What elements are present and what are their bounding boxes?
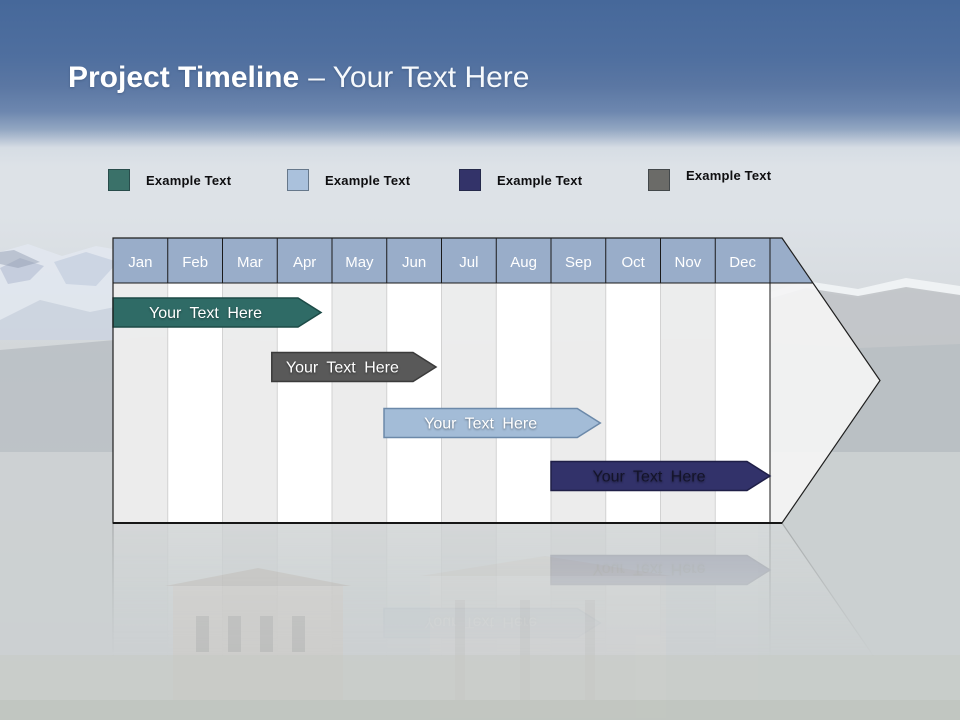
month-label: Dec xyxy=(729,254,756,271)
timeline-bar[interactable] xyxy=(383,407,602,439)
month-column xyxy=(551,523,606,693)
timeline-bar-label: Your Text Here xyxy=(286,360,399,377)
month-label: Mar xyxy=(237,254,263,271)
timeline-bar-label: Your Text Here xyxy=(424,614,537,631)
month-label: Jul xyxy=(459,254,478,271)
month-label: Sep xyxy=(565,254,592,271)
month-column xyxy=(496,283,551,523)
timeline-header-band xyxy=(113,238,813,283)
month-label: Feb xyxy=(182,254,208,271)
legend-swatch xyxy=(108,169,130,191)
legend-item: Example Text xyxy=(287,169,410,191)
legend-label: Example Text xyxy=(146,172,232,188)
month-label: May xyxy=(345,254,374,271)
timeline-bar-label: Your Text Here xyxy=(593,561,706,578)
timeline-bar[interactable] xyxy=(383,607,602,639)
legend-item: Example Text xyxy=(648,167,772,191)
ground-edge-icon xyxy=(0,700,960,720)
timeline-bar[interactable] xyxy=(271,351,438,383)
month-label: Oct xyxy=(621,254,645,271)
timeline-bar[interactable] xyxy=(271,663,438,694)
legend-item: Example Text xyxy=(108,169,231,191)
month-label: Jun xyxy=(402,254,426,271)
timeline-outline xyxy=(112,523,881,693)
timeline-arrow-shape xyxy=(113,523,880,693)
month-column xyxy=(496,523,551,693)
month-column xyxy=(605,523,661,693)
timeline-bar[interactable] xyxy=(550,554,772,586)
legend-label: Example Text xyxy=(325,172,411,188)
grass-icon xyxy=(0,655,960,720)
legend-swatch xyxy=(459,169,481,191)
month-label: Apr xyxy=(293,254,316,271)
month-label: Jan xyxy=(128,254,152,271)
month-column xyxy=(332,523,387,693)
legend-swatch xyxy=(648,169,670,191)
month-column xyxy=(332,283,387,523)
page-title: Project Timeline– Your Text Here xyxy=(68,60,529,96)
legend-label: Example Text xyxy=(686,167,772,183)
timeline-outline xyxy=(112,237,881,524)
timeline-bar-label: Your Text Here xyxy=(149,305,262,322)
month-label: Aug xyxy=(510,254,537,271)
timeline-reflection-graphic: JanFebMarAprMayJunJulAugSepOctNovDecYour… xyxy=(112,523,881,694)
timeline-reflection: JanFebMarAprMayJunJulAugSepOctNovDecYour… xyxy=(0,523,960,693)
legend-swatch xyxy=(287,169,309,191)
month-column xyxy=(715,523,770,693)
month-column xyxy=(386,283,442,523)
month-column xyxy=(222,523,278,693)
timeline-bar-label: Your Text Here xyxy=(593,469,706,486)
page-title-suffix: – Your Text Here xyxy=(308,61,530,94)
month-label: Nov xyxy=(675,254,702,271)
month-column xyxy=(441,283,497,523)
month-column xyxy=(113,523,168,693)
page-title-main: Project Timeline xyxy=(68,61,300,94)
timeline-bar-label: Your Text Here xyxy=(424,416,537,433)
month-column xyxy=(386,523,442,693)
legend-label: Example Text xyxy=(497,172,583,188)
month-column xyxy=(441,523,497,693)
month-column xyxy=(167,523,223,693)
timeline-bar[interactable] xyxy=(550,460,772,492)
month-column xyxy=(660,523,716,693)
legend-item: Example Text xyxy=(459,169,582,191)
timeline-bar-label: Your Text Here xyxy=(286,670,399,687)
month-column xyxy=(277,523,332,693)
left-mountains-icon xyxy=(0,244,130,340)
